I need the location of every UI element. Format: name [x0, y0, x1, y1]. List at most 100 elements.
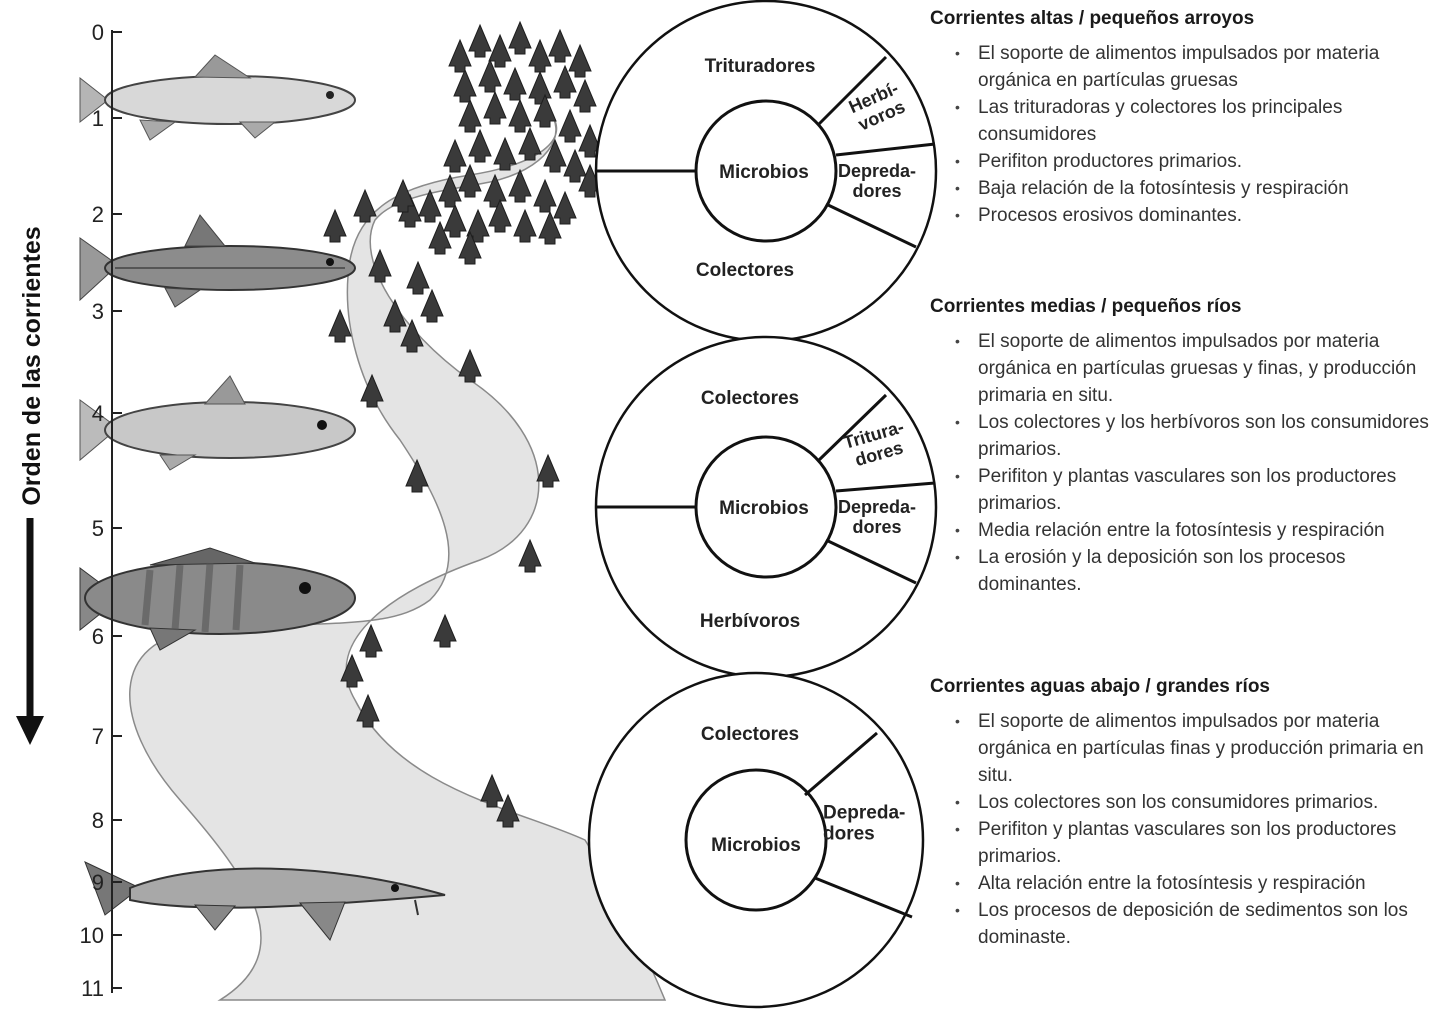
- tree-icon: [383, 298, 407, 333]
- tree-icon: [458, 230, 482, 265]
- list-item: Perifiton y plantas vasculares son los p…: [955, 816, 1445, 870]
- tree-icon: [553, 190, 577, 225]
- section-upper-streams: Corrientes altas / pequeños arroyos El s…: [930, 8, 1445, 229]
- tree-icon: [508, 168, 532, 203]
- section-title: Corrientes medias / pequeños ríos: [930, 296, 1242, 317]
- list-item: Alta relación entre la fotosíntesis y re…: [955, 870, 1445, 897]
- tree-icon: [528, 70, 552, 105]
- tree-icon: [353, 188, 377, 223]
- tree-icon: [360, 373, 384, 408]
- axis-tick-label: 1: [92, 106, 104, 131]
- trophic-label-colectores: Colectores: [701, 388, 799, 409]
- axis-ticks: 0 1 2 3 4 5 6 7 8 9 10 11: [80, 20, 122, 1001]
- axis-tick-label: 9: [92, 870, 104, 895]
- tree-icon: [433, 613, 457, 648]
- list-item: La erosión y la deposición son los proce…: [955, 544, 1445, 598]
- tree-icon: [428, 220, 452, 255]
- tree-icon: [558, 108, 582, 143]
- axis-tick-label: 0: [92, 20, 104, 45]
- forest-icon: [323, 20, 602, 828]
- section-title: Corrientes altas / pequeños arroyos: [930, 8, 1255, 29]
- tree-icon: [533, 93, 557, 128]
- tree-icon: [543, 138, 567, 173]
- trophic-label-colectores: Colectores: [696, 260, 794, 281]
- microbios-label: Microbios: [719, 498, 809, 519]
- tree-icon: [480, 773, 504, 808]
- tree-icon: [468, 23, 492, 58]
- section-list: El soporte de alimentos impulsados por m…: [930, 708, 1445, 951]
- tree-icon: [458, 163, 482, 198]
- trophic-circle-upper: Trituradores Herbí-voros Depreda-dores C…: [594, 0, 938, 343]
- tree-icon: [328, 308, 352, 343]
- tree-icon: [528, 38, 552, 73]
- tree-icon: [368, 248, 392, 283]
- axis-tick-label: 11: [81, 976, 104, 1001]
- list-item: Perifiton productores primarios.: [955, 148, 1445, 175]
- tree-icon: [323, 208, 347, 243]
- axis-tick-label: 2: [92, 202, 104, 227]
- arrow-head-icon: [16, 716, 44, 745]
- list-item: Baja relación de la fotosíntesis y respi…: [955, 175, 1445, 202]
- tree-icon: [340, 653, 364, 688]
- axis-tick-label: 5: [92, 516, 104, 541]
- section-downstream-rivers: Corrientes aguas abajo / grandes ríos El…: [930, 676, 1445, 951]
- tree-icon: [563, 148, 587, 183]
- axis-tick-label: 6: [92, 624, 104, 649]
- tree-icon: [518, 126, 542, 161]
- list-item: Procesos erosivos dominantes.: [955, 202, 1445, 229]
- trophic-label-trituradores: Trituradores: [705, 56, 816, 77]
- section-list: El soporte de alimentos impulsados por m…: [930, 40, 1445, 229]
- tree-icon: [483, 90, 507, 125]
- microbios-label: Microbios: [711, 835, 801, 856]
- tree-icon: [573, 78, 597, 113]
- tree-icon: [356, 693, 380, 728]
- tree-icon: [458, 98, 482, 133]
- trophic-circle-lower: Colectores Depreda-dores Microbios: [587, 671, 925, 1009]
- trophic-label-depredadores: Depreda-dores: [823, 803, 905, 845]
- tree-icon: [513, 208, 537, 243]
- axis-tick-label: 4: [92, 401, 104, 426]
- section-title: Corrientes aguas abajo / grandes ríos: [930, 676, 1270, 697]
- axis-tick-label: 8: [92, 808, 104, 833]
- tree-icon: [503, 66, 527, 101]
- tree-icon: [418, 188, 442, 223]
- tree-icon: [488, 198, 512, 233]
- tree-icon: [443, 203, 467, 238]
- axis-tick-label: 7: [92, 724, 104, 749]
- tree-icon: [536, 453, 560, 488]
- tree-icon: [496, 793, 520, 828]
- microbios-label: Microbios: [719, 162, 809, 183]
- tree-icon: [518, 538, 542, 573]
- list-item: El soporte de alimentos impulsados por m…: [955, 328, 1445, 409]
- list-item: Los colectores son los consumidores prim…: [955, 789, 1445, 816]
- axis-tick-label: 10: [80, 923, 104, 948]
- trophic-label-depredadores: Depreda-dores: [838, 161, 916, 201]
- tree-icon: [508, 98, 532, 133]
- tree-icon: [400, 318, 424, 353]
- trophic-circle-middle: Colectores Tritura-dores Depreda-dores H…: [594, 335, 938, 679]
- tree-icon: [359, 623, 383, 658]
- tree-icon: [458, 348, 482, 383]
- tree-icon: [488, 33, 512, 68]
- tree-icon: [453, 68, 477, 103]
- section-middle-streams: Corrientes medias / pequeños ríos El sop…: [930, 296, 1445, 598]
- list-item: Los colectores y los herbívoros son los …: [955, 409, 1445, 463]
- list-item: Media relación entre la fotosíntesis y r…: [955, 517, 1445, 544]
- axis-title: Orden de las corrientes: [18, 226, 46, 505]
- tree-icon: [478, 58, 502, 93]
- tree-icon: [548, 28, 572, 63]
- tree-icon: [448, 38, 472, 73]
- list-item: El soporte de alimentos impulsados por m…: [955, 708, 1445, 789]
- tree-icon: [443, 138, 467, 173]
- tree-icon: [438, 173, 462, 208]
- axis-tick-label: 3: [92, 299, 104, 324]
- tree-icon: [553, 64, 577, 99]
- dace-icon: [79, 214, 356, 308]
- tree-icon: [391, 178, 415, 213]
- tree-icon: [538, 210, 562, 245]
- trophic-label-depredadores: Depreda-dores: [838, 497, 916, 537]
- list-item: Los procesos de deposición de sedimentos…: [955, 897, 1445, 951]
- tree-icon: [420, 288, 444, 323]
- tree-icon: [533, 178, 557, 213]
